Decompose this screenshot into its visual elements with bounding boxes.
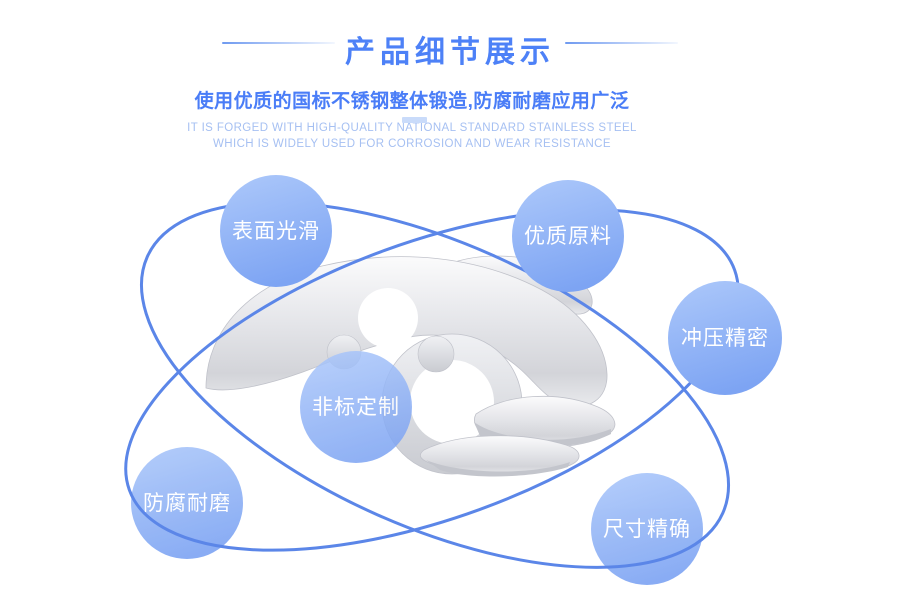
- e-clip-front-notch: [358, 288, 418, 348]
- badge-label: 防腐耐磨: [143, 492, 231, 515]
- badge-label: 优质原料: [524, 225, 612, 248]
- feature-badge-anticorrosion: 防腐耐磨: [131, 447, 243, 559]
- feature-badge-precision-stamping: 冲压精密: [668, 281, 782, 395]
- subtitle-english: IT IS FORGED WITH HIGH-QUALITY NATIONAL …: [0, 120, 824, 152]
- feature-badge-custom: 非标定制: [300, 351, 412, 463]
- e-clip-front-bore-hole: [410, 360, 494, 444]
- feature-badge-accurate-size: 尺寸精确: [591, 473, 703, 585]
- subtitle-english-line2: WHICH IS WIDELY USED FOR CORROSION AND W…: [213, 138, 611, 150]
- badge-circle: [300, 351, 412, 463]
- feature-badge-quality-material: 优质原料: [512, 180, 624, 292]
- badge-label: 冲压精密: [681, 327, 769, 350]
- subtitle-block: 使用优质的国标不锈钢整体锻造,防腐耐磨应用广泛 IT IS FORGED WIT…: [0, 90, 824, 152]
- orbit-line-falling: [139, 201, 731, 569]
- orbit-lines: [124, 201, 740, 569]
- badge-circle: [220, 175, 332, 287]
- title-divider-right: [565, 42, 678, 44]
- badge-label: 表面光滑: [232, 220, 320, 243]
- e-clip-front-prong-right: [417, 335, 455, 373]
- page-title: 产品细节展示: [345, 36, 555, 69]
- badge-circle: [131, 447, 243, 559]
- feature-badge-smooth-surface: 表面光滑: [220, 175, 332, 287]
- badge-label: 尺寸精确: [603, 518, 691, 541]
- e-clip-flat-2-edge: [426, 460, 570, 477]
- badge-circle: [512, 180, 624, 292]
- subtitle-chinese: 使用优质的国标不锈钢整体锻造,防腐耐磨应用广泛: [194, 91, 630, 112]
- badge-circle: [591, 473, 703, 585]
- orbit-line-rising: [124, 208, 740, 552]
- subtitle-english-line1: IT IS FORGED WITH HIGH-QUALITY NATIONAL …: [187, 122, 637, 134]
- text-highlight-mark: [402, 117, 427, 123]
- title-divider-left: [222, 42, 335, 44]
- badge-label: 非标定制: [312, 396, 400, 419]
- product-image-e-clips: [205, 255, 616, 477]
- badge-circle: [668, 281, 782, 395]
